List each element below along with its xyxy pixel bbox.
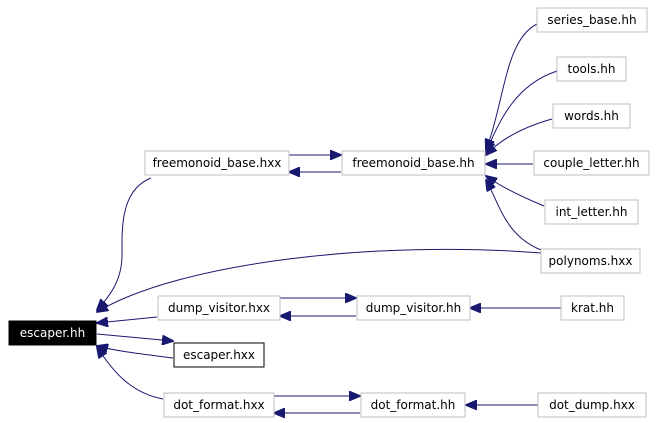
node-label: krat.hh — [571, 301, 614, 315]
graph-edge — [486, 70, 558, 152]
node-label: dump_visitor.hxx — [168, 301, 270, 315]
node-label: freemonoid_base.hxx — [153, 156, 282, 170]
node-label: words.hh — [564, 109, 619, 123]
node-label: polynoms.hxx — [549, 254, 633, 268]
node-label: dot_format.hh — [371, 398, 456, 412]
node-polynoms-hxx[interactable]: polynoms.hxx — [540, 248, 641, 274]
node-series-base-hh[interactable]: series_base.hh — [536, 7, 648, 33]
node-label: tools.hh — [568, 62, 616, 76]
node-label: couple_letter.hh — [543, 156, 639, 170]
node-escaper-hxx[interactable]: escaper.hxx — [173, 342, 265, 368]
node-krat-hh[interactable]: krat.hh — [560, 295, 625, 321]
node-label: dot_format.hxx — [173, 398, 264, 412]
node-int-letter-hh[interactable]: int_letter.hh — [544, 199, 639, 225]
graph-edge — [97, 347, 164, 400]
node-freemonoid-base-hxx[interactable]: freemonoid_base.hxx — [144, 150, 290, 176]
node-dump-visitor-hxx[interactable]: dump_visitor.hxx — [157, 295, 281, 321]
graph-edge — [486, 176, 545, 207]
node-dot-format-hh[interactable]: dot_format.hh — [360, 392, 466, 418]
node-freemonoid-base-hh[interactable]: freemonoid_base.hh — [341, 150, 486, 176]
node-dump-visitor-hh[interactable]: dump_visitor.hh — [356, 295, 471, 321]
node-label: series_base.hh — [547, 13, 636, 27]
node-label: freemonoid_base.hh — [352, 156, 474, 170]
graph-edge — [486, 23, 538, 150]
node-tools-hh[interactable]: tools.hh — [556, 56, 627, 82]
graph-edge — [97, 316, 158, 323]
node-words-hh[interactable]: words.hh — [552, 103, 631, 129]
node-label: escaper.hxx — [183, 348, 255, 362]
node-couple-letter-hh[interactable]: couple_letter.hh — [533, 150, 650, 176]
node-label: escaper.hh — [20, 326, 85, 340]
graph-edge — [96, 333, 173, 341]
graph-edges — [96, 23, 561, 413]
node-label: dump_visitor.hh — [366, 301, 461, 315]
node-label: int_letter.hh — [555, 205, 627, 219]
node-dot-dump-hxx[interactable]: dot_dump.hxx — [537, 392, 647, 418]
graph-nodes: escaper.hh freemonoid_base.hxx freemonoi… — [8, 7, 650, 418]
node-label: dot_dump.hxx — [549, 398, 635, 412]
graph-edge — [486, 118, 553, 155]
graph-edge — [97, 346, 174, 359]
graph-edge — [486, 180, 542, 251]
node-dot-format-hxx[interactable]: dot_format.hxx — [163, 392, 275, 418]
node-escaper-hh[interactable]: escaper.hh — [8, 320, 97, 346]
graph-edge — [97, 177, 152, 310]
graph-edge — [97, 248, 542, 312]
